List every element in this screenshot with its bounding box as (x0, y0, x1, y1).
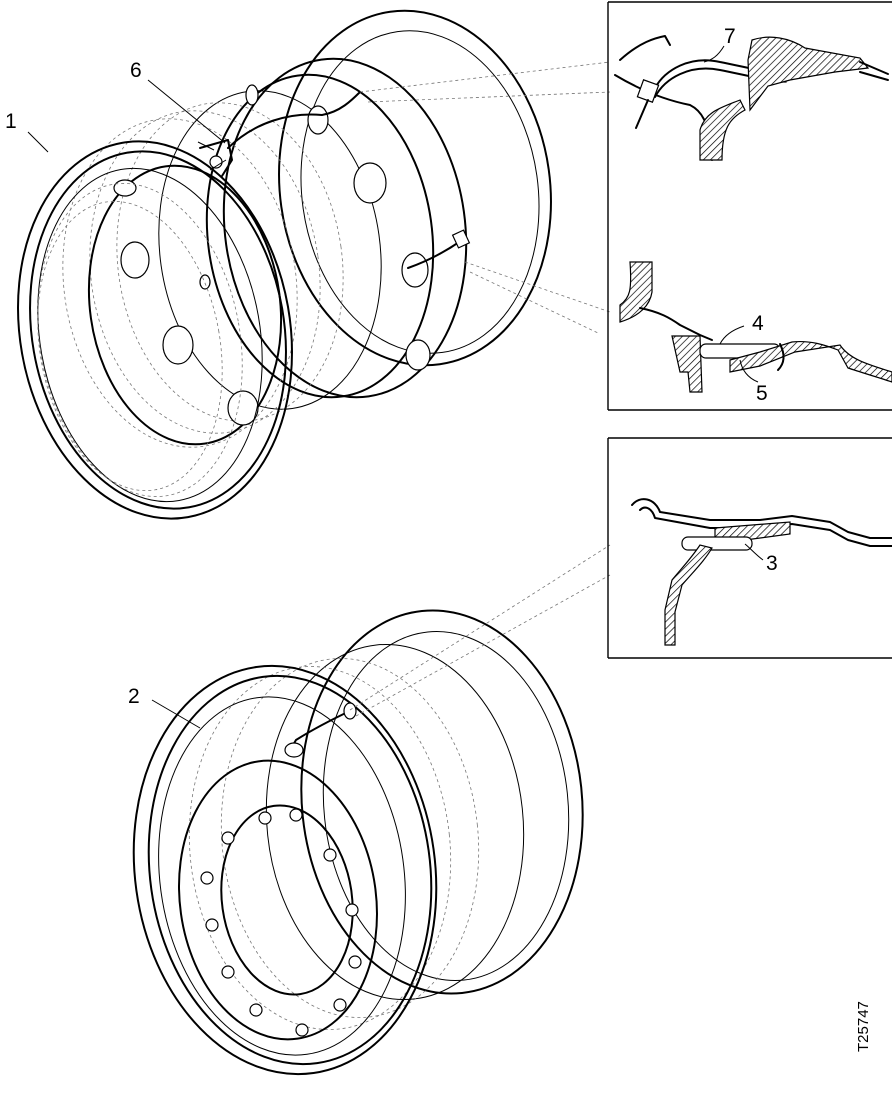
detail-panels (607, 1, 892, 659)
callout-5: 5 (756, 382, 768, 405)
detail-leader-lines (349, 61, 611, 717)
top-wheel-drawing (17, 9, 552, 520)
callout-6: 6 (130, 59, 142, 82)
callout-1: 1 (5, 110, 17, 133)
detail-valve-section (619, 261, 892, 393)
callout-2: 2 (128, 685, 140, 708)
bottom-wheel-drawing (132, 609, 584, 1076)
callout-7: 7 (724, 25, 736, 48)
figure-id: T25747 (855, 1001, 872, 1052)
detail-tube-valve-section (614, 35, 889, 161)
callout-3: 3 (766, 552, 778, 575)
detail-tubeless-valve-section (631, 498, 892, 646)
callout-leaders (27, 45, 764, 729)
callout-4: 4 (752, 312, 764, 335)
